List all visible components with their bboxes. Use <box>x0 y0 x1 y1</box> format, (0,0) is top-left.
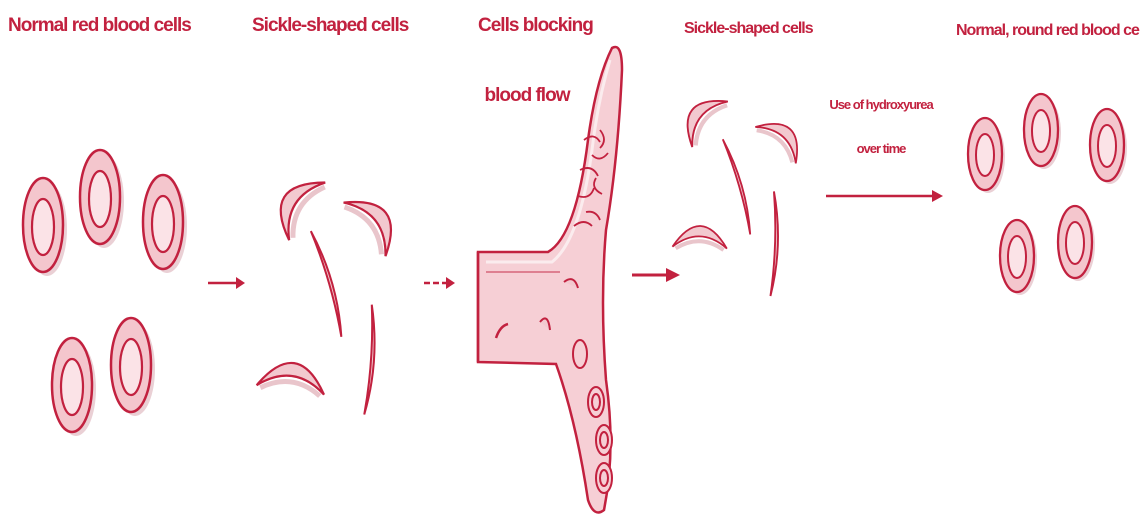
sickle-cell <box>342 186 407 257</box>
sickle-cell <box>754 111 810 165</box>
normal-red-blood-cell <box>80 150 124 248</box>
normal-red-blood-cell <box>52 338 96 436</box>
normal-red-blood-cell <box>143 175 187 273</box>
normal-red-blood-cell <box>1058 206 1095 281</box>
normal-round-cells-label: Normal, round red blood cells <box>956 22 1140 40</box>
sickle-cells-group <box>256 168 406 415</box>
sickle-cells-group-2 <box>672 87 810 296</box>
hydroxyurea-label-line1: Use of hydroxyurea <box>816 98 946 112</box>
normal-red-blood-cell <box>1000 220 1037 295</box>
sickle-cells-label-2: Sickle-shaped cells <box>684 20 813 38</box>
arrow-icon <box>632 268 680 282</box>
normal-red-blood-cell <box>1090 109 1127 184</box>
sickle-cell <box>674 87 729 148</box>
sickle-cell <box>311 229 346 338</box>
normal-round-cells-group <box>968 94 1127 295</box>
arrow-icon <box>424 277 455 289</box>
normal-red-blood-cell <box>968 118 1005 193</box>
hydroxyurea-label-line2: over time <box>816 142 946 156</box>
blocking-label-line1: Cells blocking <box>478 16 576 37</box>
normal-cells-group <box>23 150 187 436</box>
blocked-blood-vessel <box>478 47 622 513</box>
normal-red-blood-cell <box>1024 94 1061 169</box>
normal-red-blood-cell <box>23 178 67 276</box>
arrow-icon <box>208 277 245 289</box>
sickle-cell <box>266 168 327 241</box>
arrow-icon <box>826 190 943 202</box>
sickle-cell <box>723 137 754 235</box>
sickle-cell <box>767 191 782 296</box>
normal-cells-label: Normal red blood cells <box>8 16 191 37</box>
sickle-cells-label: Sickle-shaped cells <box>252 16 408 37</box>
normal-red-blood-cell <box>111 318 155 416</box>
blocking-label-line2: blood flow <box>478 86 576 107</box>
sickle-cell <box>360 305 380 415</box>
sickle-cell <box>672 225 727 250</box>
sickle-cell <box>256 358 327 396</box>
